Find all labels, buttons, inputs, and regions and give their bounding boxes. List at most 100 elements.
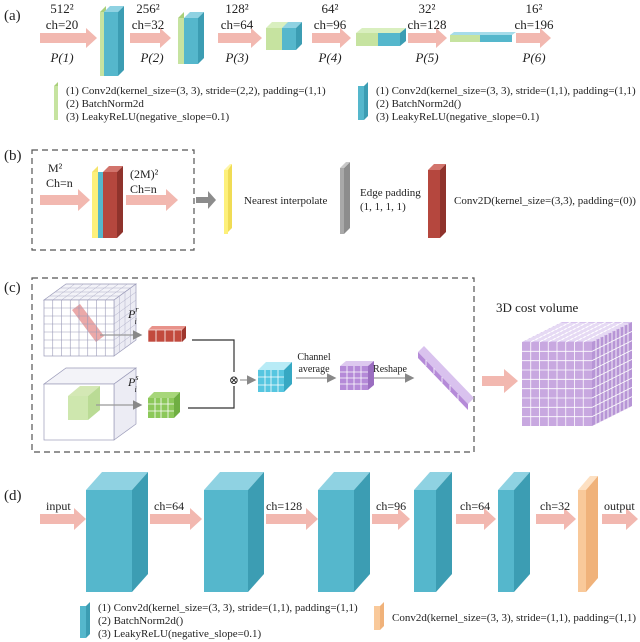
arrow-b2: [126, 189, 178, 211]
block-b-stack: [92, 166, 123, 238]
grid-line: [591, 358, 633, 380]
legend-d-orange: Conv2d(kernel_size=(3, 3), stride=(1,1),…: [374, 602, 636, 630]
stage-1-size: 512²: [50, 1, 74, 16]
stage-3-size: 128²: [225, 1, 249, 16]
grid-line: [591, 368, 633, 390]
purple-square: [340, 361, 374, 390]
line-c-top-to-op: [192, 339, 235, 372]
panel-b-conv: Conv2D(kernel_size=(3,3), padding=(0)): [454, 195, 636, 207]
otimes-operator: ⊗: [229, 373, 239, 387]
d-ch-1: ch=64: [154, 499, 184, 513]
stage-5-text: 32² ch=128 P(5): [407, 1, 446, 65]
stage-1-p: P(1): [49, 50, 73, 65]
block-d4: [414, 472, 452, 592]
panel-b-edge-line1: Edge padding: [360, 187, 421, 199]
panel-b-out-size: (2M)²: [130, 167, 159, 181]
legend-d-line2: (2) BatchNorm2d(): [98, 615, 184, 627]
arrow-b1: [40, 189, 90, 211]
stage-5-ch: ch=128: [407, 17, 446, 32]
stage-4-size: 64²: [322, 1, 339, 16]
d-ch-3: ch=96: [376, 499, 406, 513]
panel-a-arrows: [40, 28, 551, 48]
panel-b-in-ch: Ch=n: [46, 176, 73, 190]
block-b-yellow: [224, 164, 232, 234]
panel-b-in-size: M²: [48, 161, 63, 175]
stage-6-p: P(6): [521, 50, 545, 65]
arrow-d-input: [40, 508, 86, 530]
legend-d-line1: (1) Conv2d(kernel_size=(3, 3), stride=(1…: [98, 602, 358, 614]
red-cube-row: [147, 326, 186, 343]
panel-d-arrows: [40, 508, 638, 530]
legend-a-blue-line3: (3) LeakyReLU(negative_slope=0.1): [376, 111, 540, 123]
block-d3: [318, 472, 370, 592]
legend-d-orange-text: Conv2d(kernel_size=(3, 3), stride=(1,1),…: [392, 612, 636, 624]
cost-volume-label: 3D cost volume: [496, 300, 579, 315]
block-d2: [204, 472, 264, 592]
arrow-d1: [150, 508, 202, 530]
stage-2-p: P(2): [139, 50, 163, 65]
block-a3: [266, 22, 302, 50]
block-a1: [100, 6, 124, 76]
legend-d-line3: (3) LeakyReLU(negative_slope=0.1): [98, 628, 262, 640]
grid-line: [591, 396, 633, 418]
arrow-a4: [312, 28, 351, 48]
arrow-a1: [40, 28, 97, 48]
legend-d-blue: (1) Conv2d(kernel_size=(3, 3), stride=(1…: [80, 602, 358, 640]
d-ch-5: ch=32: [540, 499, 570, 513]
block-d5: [498, 472, 530, 592]
panel-d-label: (d): [4, 488, 22, 504]
stage-6-size: 16²: [526, 1, 543, 16]
panel-b-dashed-box: [31, 149, 195, 251]
stage-6-text: 16² ch=196 P(6): [514, 1, 554, 65]
legend-a-green: (1) Conv2d(kernel_size=(3, 3), stride=(2…: [54, 82, 326, 123]
legend-a-blue-line1: (1) Conv2d(kernel_size=(3, 3), stride=(1…: [376, 85, 636, 97]
cost-volume-cube: [522, 321, 633, 426]
block-b-gray: [340, 162, 350, 234]
panel-b-edge-line2: (1, 1, 1, 1): [360, 201, 406, 213]
arrow-d5: [536, 508, 576, 530]
stage-2-text: 256² ch=32 P(2): [132, 1, 165, 65]
channel-line2: average: [298, 364, 330, 375]
legend-a-green-line1: (1) Conv2d(kernel_size=(3, 3), stride=(2…: [66, 85, 326, 97]
stage-5-p: P(5): [414, 50, 438, 65]
stage-6-ch: ch=196: [514, 17, 554, 32]
arrow-a3: [218, 28, 262, 48]
arrow-d-output: [602, 508, 638, 530]
panel-b-out-ch: Ch=n: [130, 182, 157, 196]
stage-4-ch: ch=96: [314, 17, 347, 32]
legend-a-blue-line2: (2) BatchNorm2d(): [376, 98, 462, 110]
arrow-c-cost: [482, 369, 518, 393]
grid-line: [591, 330, 633, 352]
arrow-a6: [516, 28, 551, 48]
stage-2-ch: ch=32: [132, 17, 165, 32]
stage-1-text: 512² ch=20 P(1): [46, 1, 79, 65]
stage-4-text: 64² ch=96 P(4): [314, 1, 347, 65]
block-d-orange: [578, 476, 598, 592]
grid-bottom-green-block: [68, 386, 100, 420]
stage-2-size: 256²: [136, 1, 160, 16]
d-ch-2: ch=128: [266, 499, 302, 513]
block-b-red: [428, 164, 446, 238]
stage-4-p: P(4): [317, 50, 341, 65]
panel-b-nearest: Nearest interpolate: [244, 195, 327, 207]
green-small-cube: [148, 392, 180, 418]
arrow-d2: [266, 508, 318, 530]
line-c-bottom-to-op: [188, 386, 235, 409]
legend-a-blue: (1) Conv2d(kernel_size=(3, 3), stride=(1…: [358, 82, 636, 123]
grid-line: [591, 340, 633, 362]
stage-3-ch: ch=64: [221, 17, 254, 32]
panel-b-label: (b): [4, 148, 22, 164]
channel-line1: Channel: [297, 352, 331, 363]
arrow-a2: [130, 28, 171, 48]
panel-c-dashed-box: [31, 277, 475, 453]
block-a5: [450, 32, 516, 42]
stage-5-size: 32²: [419, 1, 436, 16]
cyan-cube: [258, 362, 292, 392]
input-label: input: [46, 499, 71, 513]
block-a2: [178, 12, 204, 64]
grid-line: [591, 377, 633, 399]
d-ch-4: ch=64: [460, 499, 490, 513]
stage-3-text: 128² ch=64 P(3): [221, 1, 254, 65]
grid-line: [591, 386, 633, 408]
